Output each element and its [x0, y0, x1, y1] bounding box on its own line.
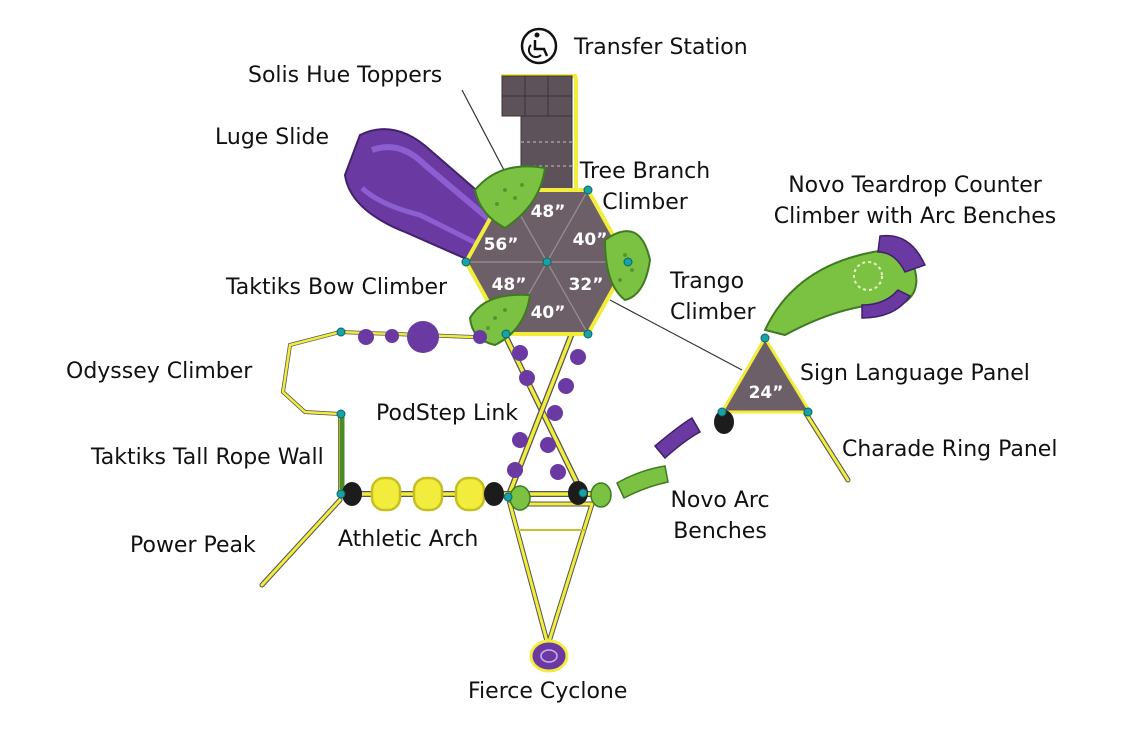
athletic-arch-rungs — [370, 476, 486, 512]
solis-topper-panel — [473, 165, 547, 230]
label-athletic-arch: Athletic Arch — [338, 527, 479, 552]
label-taktiks-bow-climber: Taktiks Bow Climber — [226, 275, 448, 300]
wheelchair-icon — [520, 27, 558, 65]
height-hex-top: 48” — [531, 202, 566, 222]
luge-slide — [343, 128, 507, 267]
green-climber-panels — [468, 165, 652, 347]
leader-solis — [461, 89, 506, 173]
label-taktiks-tall-rope-wall: Taktiks Tall Rope Wall — [91, 445, 324, 470]
label-fierce-cyclone: Fierce Cyclone — [468, 679, 628, 704]
height-triangle: 24” — [749, 383, 784, 403]
triangle-deck — [719, 335, 813, 414]
label-power-peak: Power Peak — [130, 533, 256, 558]
label-sign-language-panel: Sign Language Panel — [800, 361, 1030, 386]
label-novo-teardrop-climber: Novo Teardrop Counter Climber with Arc B… — [773, 173, 1057, 229]
novo-arc-benches — [616, 416, 702, 500]
fierce-cyclone — [529, 639, 569, 673]
novo-teardrop-climber — [763, 234, 927, 337]
height-hex-bottom: 40” — [531, 303, 566, 323]
podstep-pods — [358, 329, 586, 480]
label-luge-slide: Luge Slide — [215, 125, 329, 150]
label-trango-climber: Trango Climber — [670, 269, 756, 325]
height-hex-lower-right: 32” — [569, 275, 604, 295]
height-hex-lower-left: 48” — [492, 275, 527, 295]
label-podstep-link: PodStep Link — [376, 401, 519, 426]
leader-trango — [609, 299, 743, 371]
label-odyssey-climber: Odyssey Climber — [66, 359, 253, 384]
label-transfer-station: Transfer Station — [574, 35, 748, 60]
teal-connectors — [336, 185, 813, 502]
height-hex-upper-left: 56” — [484, 235, 519, 255]
leader-lines — [461, 89, 743, 371]
height-hex-upper-right: 40” — [573, 230, 608, 250]
label-tree-branch-climber: Tree Branch Climber — [579, 159, 711, 215]
label-charade-ring-panel: Charade Ring Panel — [842, 437, 1058, 462]
label-solis-hue-toppers: Solis Hue Toppers — [248, 63, 443, 88]
label-novo-arc-benches: Novo Arc Benches — [670, 488, 770, 544]
odyssey-disc — [407, 321, 439, 353]
